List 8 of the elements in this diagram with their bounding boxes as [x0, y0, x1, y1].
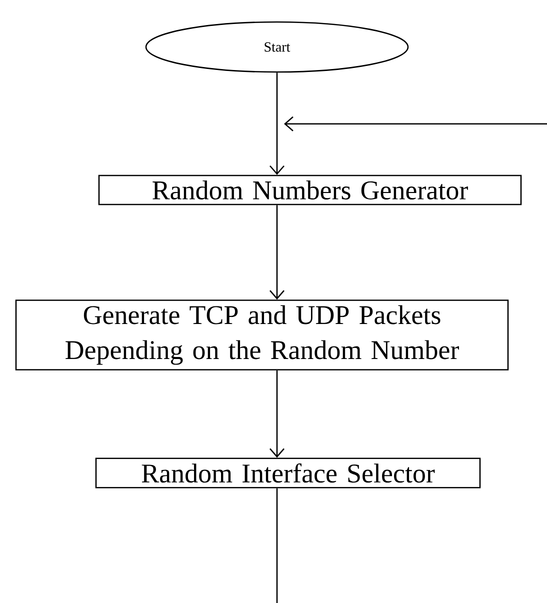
- arrow: [270, 205, 284, 300]
- line: [276, 488, 278, 603]
- process-box: Random Numbers Generator: [98, 174, 522, 206]
- process-box: Generate TCP and UDP Packets Depending on the Random Number: [15, 300, 509, 370]
- process-box: Random Interface Selector: [95, 458, 481, 488]
- arrow: [270, 72, 284, 175]
- feedback-arrow: [284, 116, 547, 132]
- arrow: [270, 370, 284, 458]
